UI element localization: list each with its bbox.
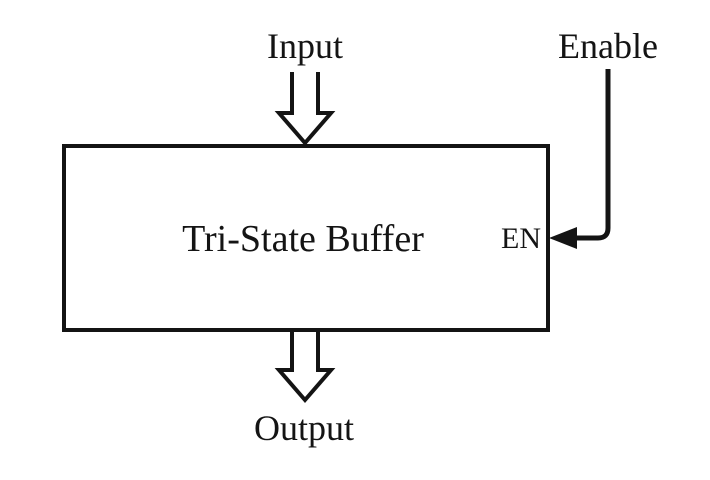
- en-pin-label: EN: [501, 222, 541, 255]
- input-label: Input: [267, 26, 343, 66]
- enable-line: [576, 69, 611, 241]
- enable-arrowhead-icon: [549, 227, 577, 249]
- enable-label: Enable: [558, 26, 658, 66]
- buffer-title: Tri-State Buffer: [182, 218, 424, 260]
- output-arrow: [274, 332, 336, 404]
- input-arrow: [274, 72, 336, 147]
- output-label: Output: [254, 408, 354, 448]
- buffer-box: [62, 144, 550, 332]
